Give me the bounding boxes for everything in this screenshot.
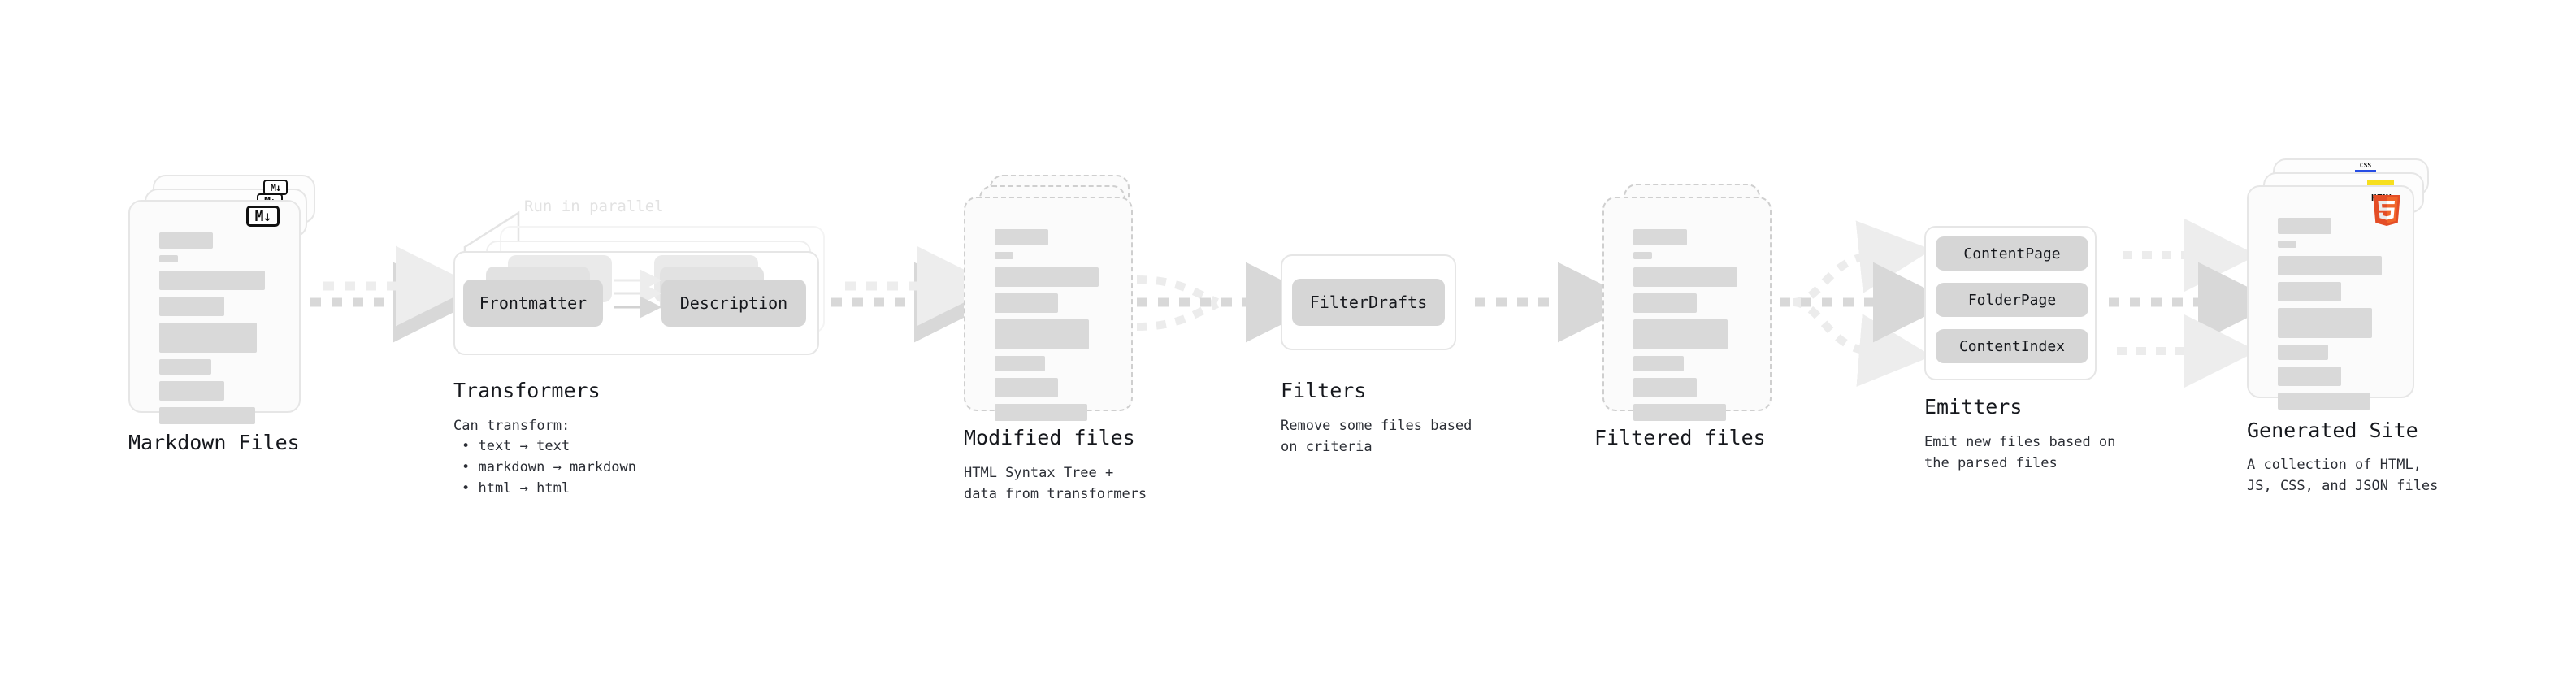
markdown-card-front bbox=[128, 200, 301, 424]
transformers-desc-item-3: • html → html bbox=[462, 480, 570, 497]
markdown-icon: M↓ bbox=[246, 206, 280, 227]
transformers-desc-item-1: • text → text bbox=[462, 438, 570, 454]
emitters-caption: Emitters bbox=[1924, 395, 2023, 419]
emitters-desc-1: Emit new files based on bbox=[1924, 434, 2116, 450]
generated-site-caption: Generated Site bbox=[2247, 419, 2418, 442]
transformers-desc-heading: Can transform: bbox=[453, 418, 570, 434]
emitter-pill-folderpage[interactable]: FolderPage bbox=[1936, 283, 2088, 317]
filters-desc-1: Remove some files based bbox=[1281, 418, 1472, 434]
generated-site-desc-2: JS, CSS, and JSON files bbox=[2247, 478, 2439, 494]
emitter-pill-contentpage[interactable]: ContentPage bbox=[1936, 236, 2088, 271]
css3-icon: CSS bbox=[2355, 163, 2376, 172]
emitters-desc-2: the parsed files bbox=[1924, 455, 2058, 471]
modified-files-desc-2: data from transformers bbox=[964, 486, 1147, 502]
arrow-markdown-to-transformers bbox=[310, 245, 476, 343]
transformers-desc-item-2: • markdown → markdown bbox=[462, 459, 636, 475]
markdown-files-caption: Markdown Files bbox=[128, 431, 300, 454]
arrow-transformers-to-modified bbox=[831, 245, 997, 343]
run-in-parallel-label: Run in parallel bbox=[524, 197, 664, 215]
arrow-modified-to-filters bbox=[1136, 262, 1326, 343]
html5-shield-glyph bbox=[2373, 195, 2400, 226]
transformer-internal-arrows bbox=[614, 269, 662, 319]
filters-desc-2: on criteria bbox=[1281, 439, 1373, 455]
modified-files-desc-1: HTML Syntax Tree + bbox=[964, 465, 1114, 481]
transformer-pill-description[interactable]: Description bbox=[661, 280, 806, 327]
markdown-icon-back: M↓ bbox=[263, 180, 288, 195]
transformers-caption: Transformers bbox=[453, 379, 601, 402]
filtered-files-caption: Filtered files bbox=[1594, 426, 1766, 449]
modified-card-front bbox=[964, 197, 1133, 421]
arrow-filtered-to-emitters bbox=[1780, 220, 1954, 387]
html5-icon: HTML bbox=[2371, 193, 2400, 226]
modified-files-caption: Modified files bbox=[964, 426, 1135, 449]
emitter-pill-contentindex[interactable]: ContentIndex bbox=[1936, 329, 2088, 363]
filter-pill-filterdrafts[interactable]: FilterDrafts bbox=[1292, 279, 1445, 326]
transformer-pill-frontmatter[interactable]: Frontmatter bbox=[463, 280, 603, 327]
arrow-emitters-to-site bbox=[2109, 219, 2279, 388]
filtered-card-front bbox=[1602, 197, 1772, 421]
css3-icon-label: CSS bbox=[2359, 162, 2372, 169]
generated-site-desc-1: A collection of HTML, bbox=[2247, 457, 2422, 473]
filters-caption: Filters bbox=[1281, 379, 1367, 402]
